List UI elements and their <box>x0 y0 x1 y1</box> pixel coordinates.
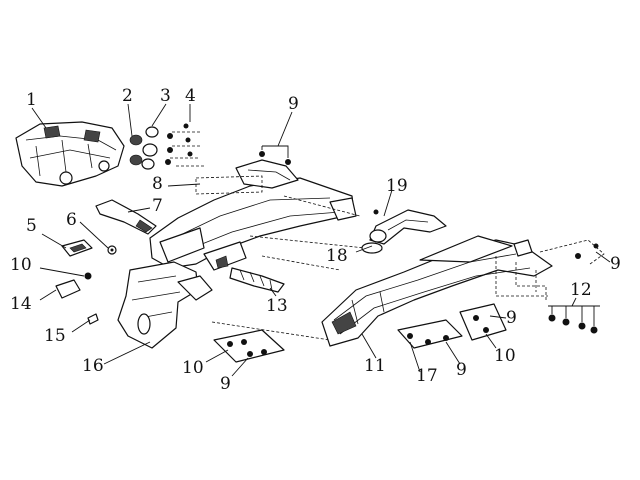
callout-17: 17 <box>416 366 438 386</box>
callout-9-right: 9 <box>610 254 621 274</box>
main-frame <box>149 159 357 271</box>
part-14-reflector <box>55 279 81 299</box>
part-6-screw <box>107 245 117 255</box>
callout-16: 16 <box>82 356 104 376</box>
callout-9-lower-center: 9 <box>220 374 231 394</box>
callout-9-mid-right: 9 <box>506 308 517 328</box>
part-8-outline <box>195 175 263 195</box>
part-17-plate <box>397 319 463 349</box>
part-2-3-4-mount-hardware <box>129 123 204 170</box>
part-1-front-bracket <box>15 121 125 187</box>
callout-10-lower-center: 10 <box>182 358 204 378</box>
part-18-mount <box>361 229 387 254</box>
callout-13: 13 <box>266 296 288 316</box>
callout-9-lower-right: 9 <box>456 360 467 380</box>
part-9-right-link <box>539 239 605 265</box>
callout-14: 14 <box>10 294 32 314</box>
callout-12: 12 <box>570 280 592 300</box>
callout-3: 3 <box>160 86 171 106</box>
callout-leaders <box>31 103 611 377</box>
callout-4: 4 <box>185 86 196 106</box>
callout-15: 15 <box>44 326 66 346</box>
part-9-bolt-right-2 <box>593 243 599 249</box>
callout-8: 8 <box>152 174 163 194</box>
part-9-bolt-right <box>575 253 581 259</box>
callout-6: 6 <box>66 210 77 230</box>
callout-7: 7 <box>152 196 163 216</box>
part-15-clip <box>87 313 99 325</box>
callout-18: 18 <box>326 246 348 266</box>
part-9-top-bolts <box>259 145 291 165</box>
part-7-strut <box>95 199 157 235</box>
part-12-links <box>495 256 548 300</box>
part-10-bolt-left <box>84 272 92 280</box>
callout-10-lower-right: 10 <box>494 346 516 366</box>
lower-center-plate <box>213 329 285 363</box>
part-11-rear-frame <box>321 235 553 347</box>
part-12-bolts <box>548 305 600 334</box>
callout-19: 19 <box>386 176 408 196</box>
part-13-bracket <box>229 267 285 293</box>
callout-5: 5 <box>26 216 37 236</box>
part-5-pad <box>61 239 93 257</box>
callout-10-left: 10 <box>10 255 32 275</box>
callout-2: 2 <box>122 86 133 106</box>
callout-11: 11 <box>364 356 386 376</box>
part-19-bracket <box>369 209 447 245</box>
part-16-lower-bracket <box>117 261 213 349</box>
callout-9-top: 9 <box>288 94 299 114</box>
callout-1: 1 <box>26 90 37 110</box>
part-10-plate-right <box>459 303 507 341</box>
